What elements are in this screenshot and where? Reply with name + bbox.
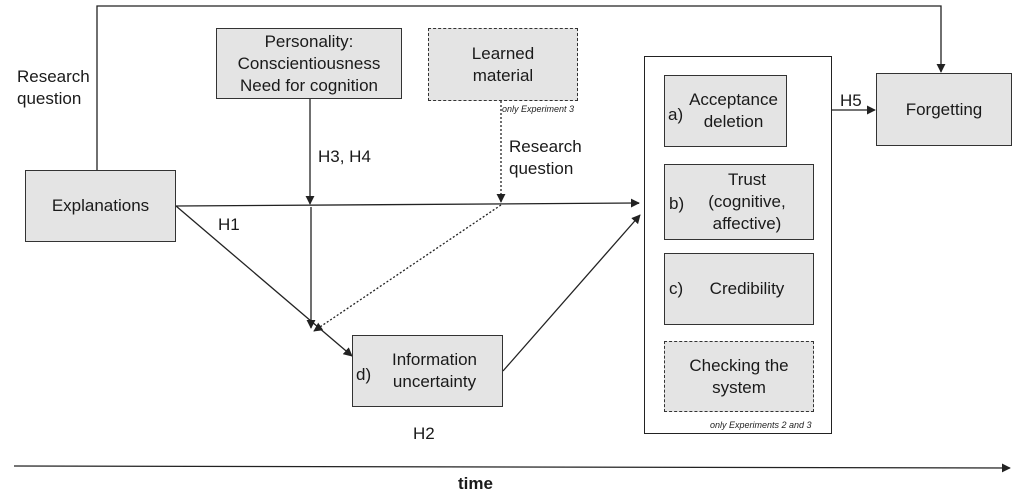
label-research-question-left: Research question: [17, 67, 90, 108]
arrow-explanations-to-forgetting: [96, 5, 946, 170]
letter-a: a): [668, 105, 684, 124]
label-h5: H5: [840, 91, 862, 110]
note-only-experiments-2-and-3: only Experiments 2 and 3: [710, 420, 812, 430]
label-h3-h4: H3, H4: [318, 147, 371, 166]
arrow-explanations-to-uncertainty: [175, 205, 353, 357]
label-h1: H1: [218, 215, 240, 234]
explanations-text: Explanations: [51, 196, 150, 215]
learned-material-box: Learned material: [428, 28, 578, 101]
arrow-uncertainty-to-outcomes: [502, 214, 641, 372]
acceptance-box: Acceptance deletion: [664, 75, 787, 147]
personality-text: Personality: Conscientiousness Need for …: [237, 31, 381, 95]
note-only-experiment-3: only Experiment 3: [502, 104, 575, 114]
information-uncertainty-box: Information uncertainty: [352, 335, 503, 407]
explanations-box: Explanations: [25, 170, 176, 242]
checking-system-box: Checking the system: [664, 341, 814, 412]
label-research-question-mid: Research question: [509, 137, 582, 178]
label-h2: H2: [413, 424, 435, 443]
information-uncertainty-text: Information uncertainty: [391, 350, 478, 391]
letter-b: b): [669, 194, 685, 213]
credibility-box: Credibility: [664, 253, 814, 325]
checking-system-text: Checking the system: [689, 355, 789, 397]
forgetting-text: Forgetting: [905, 99, 983, 119]
time-axis: [13, 463, 1011, 473]
forgetting-box: Forgetting: [876, 73, 1012, 146]
acceptance-text: Acceptance deletion: [689, 90, 778, 131]
learned-material-text: Learned material: [471, 43, 535, 85]
label-time: time: [458, 474, 493, 493]
letter-c: c): [669, 279, 684, 298]
arrow-learned-material-to-h1: [313, 204, 502, 332]
letter-d: d): [356, 365, 372, 384]
trust-text: Trust (cognitive, affective): [708, 170, 786, 233]
arrow-explanations-to-outcomes: [175, 198, 640, 208]
personality-box: Personality: Conscientiousness Need for …: [216, 28, 402, 99]
credibility-text: Credibility: [709, 279, 785, 298]
trust-box: Trust (cognitive, affective): [664, 164, 814, 240]
